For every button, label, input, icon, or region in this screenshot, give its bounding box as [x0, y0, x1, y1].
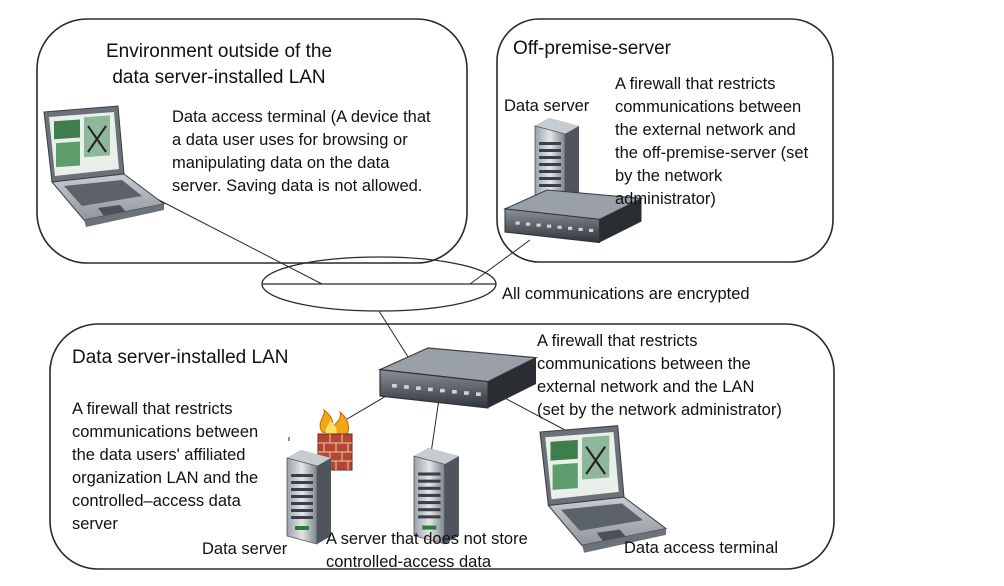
installed-lan-region — [49, 323, 835, 570]
org-firewall-description: A firewall that restricts communications… — [72, 400, 259, 533]
lan-firewall-description: A firewall that restricts communications… — [537, 332, 782, 419]
non-storing-server-label: A server that does not store controlled-… — [326, 530, 528, 571]
laptop-icon — [43, 105, 165, 228]
link-network-lan-firewall — [378, 310, 411, 361]
link-outside-terminal — [154, 197, 323, 285]
off-premise-data-server-label: Data server — [504, 97, 590, 115]
outside-lan-title: Environment outside of the data server-i… — [105, 41, 333, 88]
encryption-note: All communications are encrypted — [502, 285, 750, 303]
off-premise-title: Off-premise-server — [513, 38, 672, 59]
off-premise-region — [496, 18, 834, 263]
link-off-premise-firewall — [469, 239, 531, 285]
outside-lan-region — [36, 18, 468, 264]
terminal-description: Data access terminal (A device that a da… — [172, 108, 431, 195]
off-premise-firewall-description: A firewall that restricts communications… — [615, 75, 809, 208]
lan-terminal-label: Data access terminal — [624, 539, 779, 557]
lan-firewall-switch-icon — [379, 347, 537, 409]
link-lan-server — [429, 391, 441, 461]
installed-lan-title: Data server-installed LAN — [72, 347, 289, 368]
lan-data-server-label: Data server — [202, 540, 288, 558]
